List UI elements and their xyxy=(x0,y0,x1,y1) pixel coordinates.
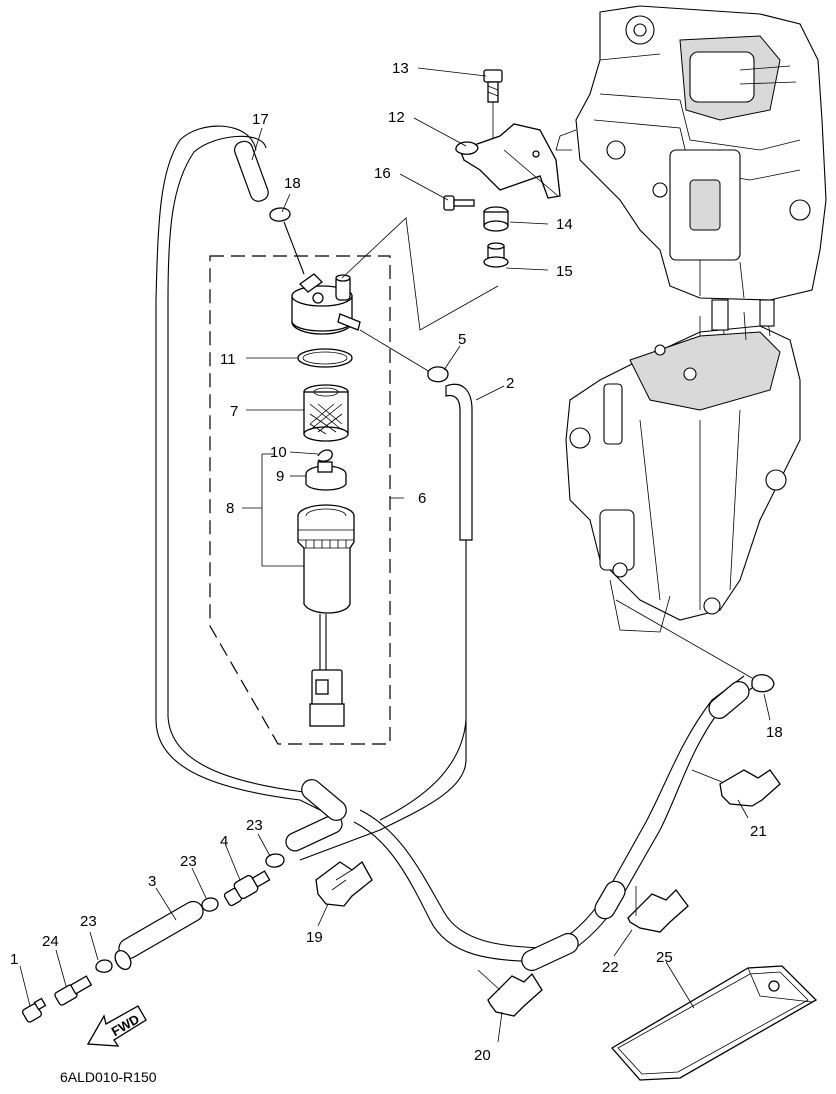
callout-17: 17 xyxy=(252,111,269,128)
clamp-holder-21 xyxy=(627,886,689,933)
callout-18-upper: 18 xyxy=(284,175,301,192)
filter-cap-9 xyxy=(305,461,347,491)
callout-24: 24 xyxy=(42,933,59,950)
diagram-code: 6ALD010-R150 xyxy=(60,1069,157,1085)
bolt-13 xyxy=(483,69,503,138)
callout-1: 1 xyxy=(10,951,18,968)
callout-5: 5 xyxy=(458,331,466,348)
callout-6: 6 xyxy=(418,490,426,507)
hose-lower xyxy=(353,675,753,972)
callout-4: 4 xyxy=(220,833,228,850)
engine-block-upper xyxy=(555,5,827,301)
filter-cup xyxy=(297,504,355,727)
callout-13: 13 xyxy=(392,60,409,77)
guide-lines xyxy=(341,149,559,373)
callout-16: 16 xyxy=(374,165,391,182)
clamp-holder-19 xyxy=(315,861,373,907)
callout-20: 20 xyxy=(474,1047,491,1064)
callout-numbers: 13 12 16 14 15 17 18 11 7 10 9 8 6 5 2 1… xyxy=(10,60,783,1064)
bolt-16 xyxy=(443,195,475,211)
clamp-holder-22 xyxy=(691,769,781,807)
callout-7: 7 xyxy=(230,403,238,420)
hose-3 xyxy=(114,900,204,970)
callout-18-lower: 18 xyxy=(766,724,783,741)
valve-4 xyxy=(223,870,271,907)
clamp-holder-20 xyxy=(487,972,543,1017)
callout-14: 14 xyxy=(556,216,573,233)
filter-element xyxy=(303,384,349,442)
callout-25: 25 xyxy=(656,949,673,966)
bracket-12 xyxy=(455,123,561,199)
callout-8: 8 xyxy=(226,500,234,517)
clip-23-c xyxy=(265,853,285,868)
part-25 xyxy=(610,965,818,1081)
callout-21: 22 xyxy=(602,959,619,976)
callout-2: 2 xyxy=(506,375,514,392)
callout-22: 21 xyxy=(750,823,767,840)
callout-3: 3 xyxy=(148,873,156,890)
joint-24 xyxy=(54,975,93,1006)
callout-11: 11 xyxy=(220,351,236,368)
hose-clip-18-lower xyxy=(751,674,775,693)
filter-head xyxy=(291,273,361,335)
callout-10: 10 xyxy=(270,444,287,461)
hose-clip-18-upper xyxy=(269,207,291,222)
hose-17 xyxy=(155,125,347,821)
callout-23-b: 23 xyxy=(180,853,197,870)
hose-connector xyxy=(301,779,347,821)
collar-15 xyxy=(483,242,509,268)
assembly-boundary xyxy=(209,255,391,745)
grommet-14 xyxy=(483,206,509,232)
callout-15: 15 xyxy=(556,263,573,280)
callout-12: 12 xyxy=(388,109,405,126)
hose-2 xyxy=(299,383,473,861)
callout-23-c: 23 xyxy=(246,817,263,834)
clip-10 xyxy=(317,449,333,462)
pipe-joint xyxy=(285,814,343,852)
hose-clip-5 xyxy=(427,366,449,383)
callout-19: 19 xyxy=(306,929,323,946)
callout-9: 9 xyxy=(276,468,284,485)
plug-1 xyxy=(22,997,47,1023)
callout-23-a: 23 xyxy=(80,913,97,930)
engine-block-lower xyxy=(565,299,801,633)
clip-23-a xyxy=(95,959,113,973)
fwd-arrow: FWD xyxy=(86,1005,147,1047)
leader-lines xyxy=(19,67,771,1043)
clip-23-b xyxy=(201,897,219,912)
